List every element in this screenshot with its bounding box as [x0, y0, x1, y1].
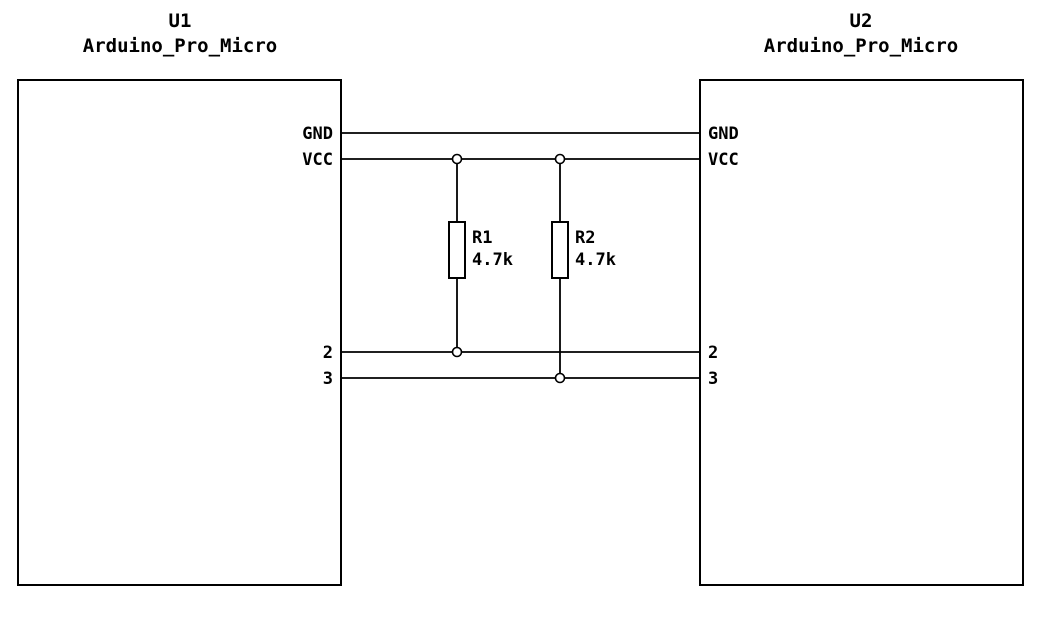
- u2-pin-vcc-label: VCC: [708, 150, 739, 170]
- component-r2: R2 4.7k: [551, 221, 616, 279]
- r2-value: 4.7k: [575, 250, 616, 270]
- u2-value: Arduino_Pro_Micro: [764, 35, 958, 57]
- u1-pin-vcc-label: VCC: [302, 150, 333, 170]
- r1-value: 4.7k: [472, 250, 513, 270]
- u1-pin-2-label: 2: [323, 343, 333, 363]
- component-u2: U2 Arduino_Pro_Micro GND VCC 2 3: [699, 10, 1024, 586]
- u1-reference: U1: [169, 10, 192, 32]
- u2-reference: U2: [850, 10, 873, 32]
- u1-pin-3-label: 3: [323, 369, 333, 389]
- u2-body: [699, 79, 1024, 586]
- u2-pin-3-label: 3: [708, 369, 718, 389]
- r2-body: [551, 221, 569, 279]
- u2-pin-2-label: 2: [708, 343, 718, 363]
- u1-body: [17, 79, 342, 586]
- junction-vcc-r1: [451, 153, 463, 165]
- r1-body: [448, 221, 466, 279]
- component-r1: R1 4.7k: [448, 221, 513, 279]
- r1-reference: R1: [472, 228, 492, 248]
- junction-scl-r2: [554, 372, 566, 384]
- junction-sda-r1: [451, 346, 463, 358]
- u1-pin-gnd-label: GND: [302, 124, 333, 144]
- component-u1: U1 Arduino_Pro_Micro GND VCC 2 3: [17, 10, 342, 586]
- u2-pin-gnd-label: GND: [708, 124, 739, 144]
- r2-reference: R2: [575, 228, 595, 248]
- u1-value: Arduino_Pro_Micro: [83, 35, 277, 57]
- junction-vcc-r2: [554, 153, 566, 165]
- wires: [341, 132, 700, 379]
- junctions: [451, 153, 566, 384]
